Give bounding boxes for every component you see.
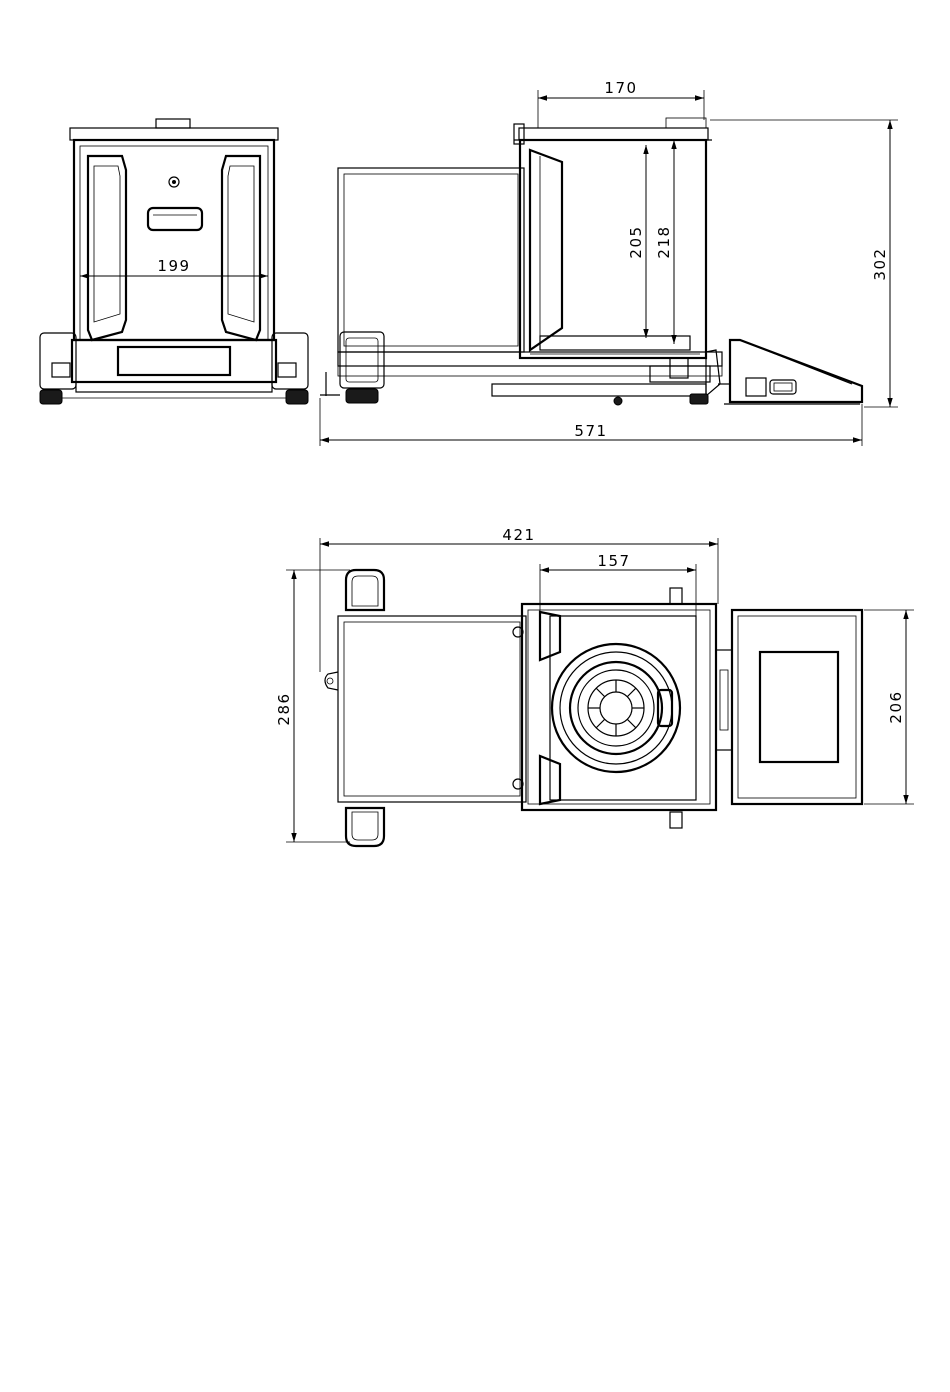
front-view: 199 — [40, 119, 308, 404]
chamber-depth-label: 170 — [604, 79, 637, 97]
total-height-label: 302 — [871, 247, 889, 280]
front-width-label: 199 — [157, 257, 190, 275]
side-view: 170 205 218 302 571 — [320, 79, 898, 446]
inner-height-label: 218 — [655, 225, 673, 258]
top-total-width-label: 421 — [502, 526, 535, 544]
top-depth-label: 286 — [275, 692, 293, 725]
top-view: 421 157 286 206 — [275, 526, 914, 846]
chamber-height-label: 205 — [627, 225, 645, 258]
display-depth-label: 206 — [887, 690, 905, 723]
top-chamber-width-label: 157 — [597, 552, 630, 570]
total-length-label: 571 — [574, 422, 607, 440]
